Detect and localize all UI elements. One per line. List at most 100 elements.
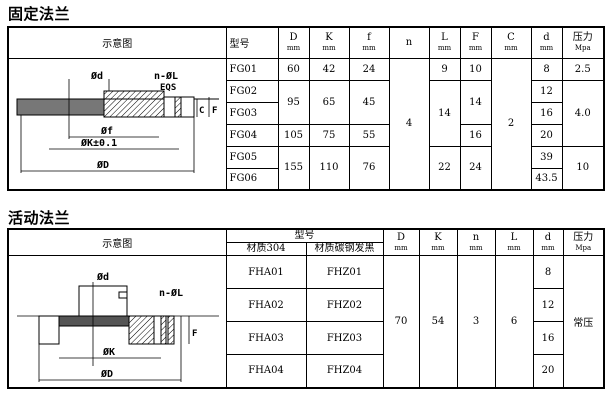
cell-f: 24 [348,57,390,81]
table-row: FG03 16 [8,101,604,125]
cell-L: 14 [428,79,461,147]
mobile-flange-drawing: Ød n-ØL F ØK ØD [17,271,219,383]
cell-D: 70 [382,255,420,388]
cell-f: 45 [348,79,390,125]
cell-F: 16 [459,123,492,147]
diagram-header: 示意图 [7,228,227,256]
table-row: FG06 43.5 [8,167,604,191]
cell-D: 95 [277,79,310,125]
cell-pressure: 2.5 [561,57,605,81]
cell-D: 155 [277,145,310,191]
model-304-cell: FHA04 [225,354,307,388]
cell-L: 6 [494,255,534,388]
cell-n: 4 [388,57,430,191]
cell-K: 54 [418,255,458,388]
cell-d: 43.5 [530,167,563,191]
cell-K: 65 [308,79,350,125]
fixed-flange-diagram: Ød n-ØL EQS Øf ØK±0.1 ØD C F [7,57,227,191]
table-header-row: 材质304 材质碳钢发黑 [8,242,604,256]
cell-d: 16 [530,101,563,125]
cell-d: 20 [530,123,563,147]
cell-F: 10 [459,57,492,81]
label-d: Ød [96,271,109,283]
cell-d: 8 [530,57,563,81]
label-nL: n-ØL [159,287,183,299]
table-row: Ød n-ØL F ØK ØD FHA01 FHZ01 70 54 3 6 8 … [7,255,605,388]
model-cell: FG06 [225,167,279,191]
label-f: Øf [100,125,113,137]
cell-d: 12 [532,288,564,322]
table-row: FG04 105 75 55 16 20 [8,123,604,147]
cell-n: 3 [456,255,496,388]
diagram-header: 示意图 [7,26,227,59]
label-k: ØK [102,346,115,358]
cell-pressure: 10 [561,145,605,191]
model-cell: FG05 [225,145,279,169]
model-cell: FG04 [225,123,279,147]
label-F: F [192,329,197,339]
model-header: 型号 [225,228,384,243]
fixed-flange-drawing: Ød n-ØL EQS Øf ØK±0.1 ØD C F [16,70,219,173]
model-cell: FG02 [225,79,279,103]
model-carbon-cell: FHZ03 [305,321,384,355]
model-304-cell: FHA02 [225,288,307,322]
label-D: ØD [96,159,109,171]
cell-d: 20 [532,354,564,388]
model-cell: FG01 [225,57,279,81]
cell-K: 75 [308,123,350,147]
label-d: Ød [90,70,103,82]
model-cell: FG03 [225,101,279,125]
col-header-n: n [388,26,430,59]
cell-f: 55 [348,123,390,147]
model-header: 型号 [225,26,279,59]
cell-D: 105 [277,123,310,147]
label-F: F [212,106,217,116]
mobile-flange-title: 活动法兰 [8,209,71,227]
cell-L: 22 [428,145,461,191]
fixed-flange-title: 固定法兰 [8,5,71,23]
label-k: ØK±0.1 [80,137,117,149]
model-carbon-cell: FHZ01 [305,255,384,289]
table-row: FHA04 FHZ04 20 [8,354,604,388]
model-carbon-cell: FHZ04 [305,354,384,388]
label-C: C [199,106,204,116]
table-row: Ød n-ØL EQS Øf ØK±0.1 ØD C F FG01 60 42 … [7,57,605,191]
table-row: FHA03 FHZ03 16 [8,321,604,355]
model-304-cell: FHA01 [225,255,307,289]
material-carbon-header: 材质碳钢发黑 [305,242,384,256]
cell-K: 42 [308,57,350,81]
label-nL: n-ØL [154,70,178,82]
label-eqs: EQS [160,83,176,93]
cell-d: 16 [532,321,564,355]
material-304-header: 材质304 [225,242,307,256]
cell-K: 110 [308,145,350,191]
cell-C: 2 [490,57,532,191]
label-D: ØD [100,368,113,380]
cell-f: 76 [348,145,390,191]
cell-d: 8 [532,255,564,289]
cell-F: 24 [459,145,492,191]
mobile-flange-diagram: Ød n-ØL F ØK ØD [7,255,227,388]
cell-d: 39 [530,145,563,169]
model-304-cell: FHA03 [225,321,307,355]
cell-pressure: 常压 [562,255,605,388]
model-carbon-cell: FHZ02 [305,288,384,322]
table-row: FG05 155 110 76 22 24 39 10 [8,145,605,191]
